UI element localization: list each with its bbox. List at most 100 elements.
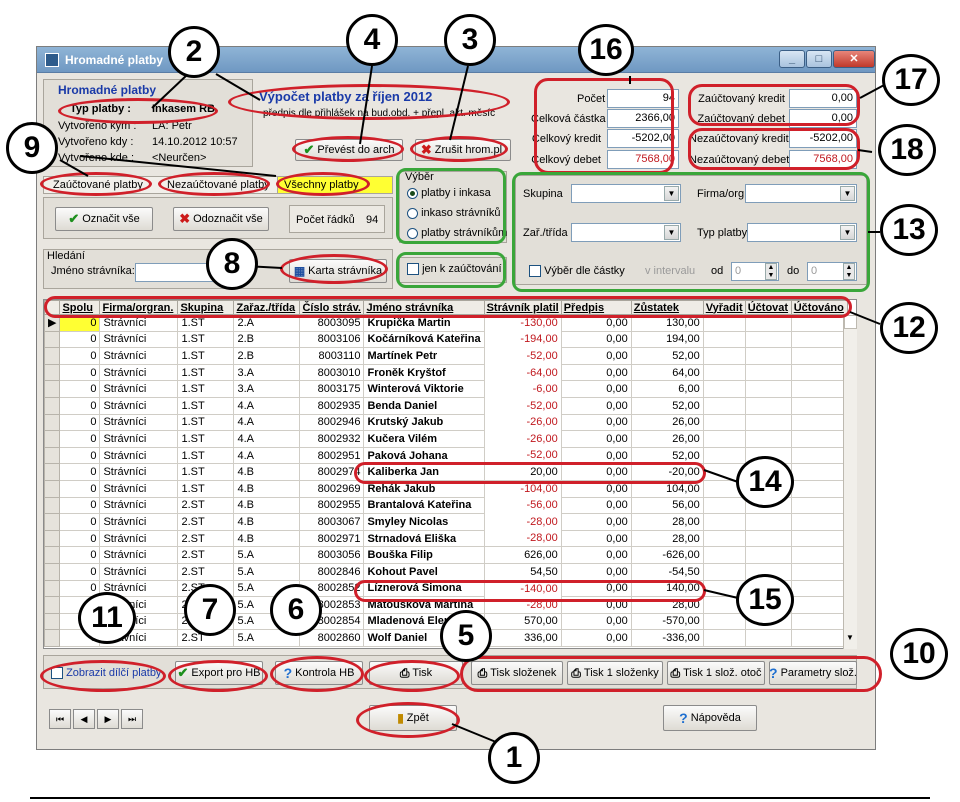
unaccounted-only-checkbox[interactable]: jen k zaúčtování [407,263,502,276]
table-cell[interactable] [702,314,746,332]
table-cell: Winterová Viktorie [363,380,485,398]
from-label: od [711,265,724,277]
table-cell[interactable] [702,430,746,448]
column-header[interactable]: Zařaz./třída [233,300,301,315]
group-filter-combo[interactable]: ▼ [571,184,681,203]
row-indicator[interactable] [44,330,61,349]
close-button[interactable]: ✕ [833,50,875,68]
print-one-slip-rotated-button[interactable]: ⎙ Tisk 1 slož. otoč [667,661,765,685]
column-header[interactable]: Zůstatek [630,300,704,315]
nav-last-button[interactable]: ⏭ [121,709,143,729]
table-cell[interactable] [744,629,792,647]
row-indicator[interactable] [44,596,61,614]
table-cell[interactable] [702,529,746,548]
column-header[interactable]: Číslo stráv. [299,300,365,315]
table-cell[interactable] [790,579,848,598]
table-cell[interactable] [702,629,746,647]
row-indicator[interactable] [44,513,61,531]
callout-12: 12 [880,302,938,354]
radio-payments[interactable]: platby strávníkům [407,227,507,239]
table-cell: Strávníci [99,363,179,382]
table-cell[interactable] [790,446,848,465]
radio-both[interactable]: platby i inkasa [407,187,491,199]
table-cell: Strávníci [99,496,179,515]
slip-params-button[interactable]: ? Parametry slož. [769,661,857,685]
row-indicator[interactable] [44,562,61,581]
table-cell[interactable] [790,363,848,382]
table-cell: 8002860 [299,629,365,647]
table-cell[interactable] [702,347,746,365]
table-cell: 5.A [233,629,301,647]
column-header[interactable]: Skupina [177,300,235,315]
column-header[interactable]: Jméno strávníka [363,300,485,315]
table-cell[interactable] [744,529,792,548]
table-cell[interactable] [790,413,848,432]
to-spinner[interactable]: ▲▼ [843,263,855,280]
row-indicator[interactable] [44,446,61,465]
table-cell[interactable] [790,596,848,614]
table-cell[interactable] [790,513,848,531]
row-count-value: 94 [366,214,379,226]
maximize-button[interactable]: □ [806,50,832,68]
amount-select-checkbox[interactable]: Výběr dle částky [529,265,625,278]
mark-all-button[interactable]: ✔ Označit vše [55,207,153,231]
column-header[interactable]: Účtováno [790,300,848,315]
pay-type-filter-combo[interactable]: ▼ [747,223,857,242]
table-cell[interactable] [702,446,746,465]
table-cell[interactable] [790,314,848,332]
scroll-thumb[interactable] [844,315,857,329]
table-cell[interactable] [790,430,848,448]
radio-collection[interactable]: inkaso strávníků [407,207,501,219]
column-header[interactable]: Předpis [560,300,632,315]
table-scrollbar[interactable]: ▼ [843,315,857,649]
nav-next-button[interactable]: ▶ [97,709,119,729]
row-indicator[interactable]: ▶ [44,314,61,332]
table-cell[interactable] [744,513,792,531]
scroll-down-icon[interactable]: ▼ [846,633,854,642]
callout-13: 13 [880,204,938,256]
table-cell[interactable] [790,380,848,398]
table-cell[interactable] [790,479,848,498]
row-indicator[interactable] [44,396,61,415]
print-slips-button[interactable]: ⎙ Tisk složenek [471,661,563,685]
class-filter-combo[interactable]: ▼ [571,223,681,242]
table-cell[interactable] [790,330,848,349]
table-cell[interactable] [702,479,746,498]
row-indicator[interactable] [44,430,61,448]
nav-prev-button[interactable]: ◀ [73,709,95,729]
column-header[interactable]: Strávník platil [483,300,562,315]
table-cell[interactable] [744,396,792,415]
row-indicator[interactable] [44,413,61,432]
print-one-slip-button[interactable]: ⎙ Tisk 1 složenky [567,661,663,685]
column-header[interactable]: Spolu [59,300,101,315]
row-indicator[interactable] [44,380,61,398]
from-spinner[interactable]: ▲▼ [765,263,777,280]
table-cell[interactable] [702,612,746,631]
row-indicator[interactable] [44,347,61,365]
row-indicator[interactable] [44,496,61,515]
minimize-button[interactable]: _ [779,50,805,68]
radio-payments-label: platby strávníkům [421,227,508,239]
row-indicator[interactable] [44,629,61,647]
table-cell[interactable] [702,513,746,531]
row-indicator[interactable] [44,529,61,548]
company-filter-combo[interactable]: ▼ [745,184,857,203]
table-cell: 4.B [233,496,301,515]
table-cell[interactable] [790,629,848,647]
nav-first-button[interactable]: ⏮ [49,709,71,729]
help-button[interactable]: ? Nápověda [663,705,757,731]
column-header[interactable]: Účtovat [744,300,792,315]
unmark-all-button[interactable]: ✖ Odoznačit vše [173,207,269,231]
